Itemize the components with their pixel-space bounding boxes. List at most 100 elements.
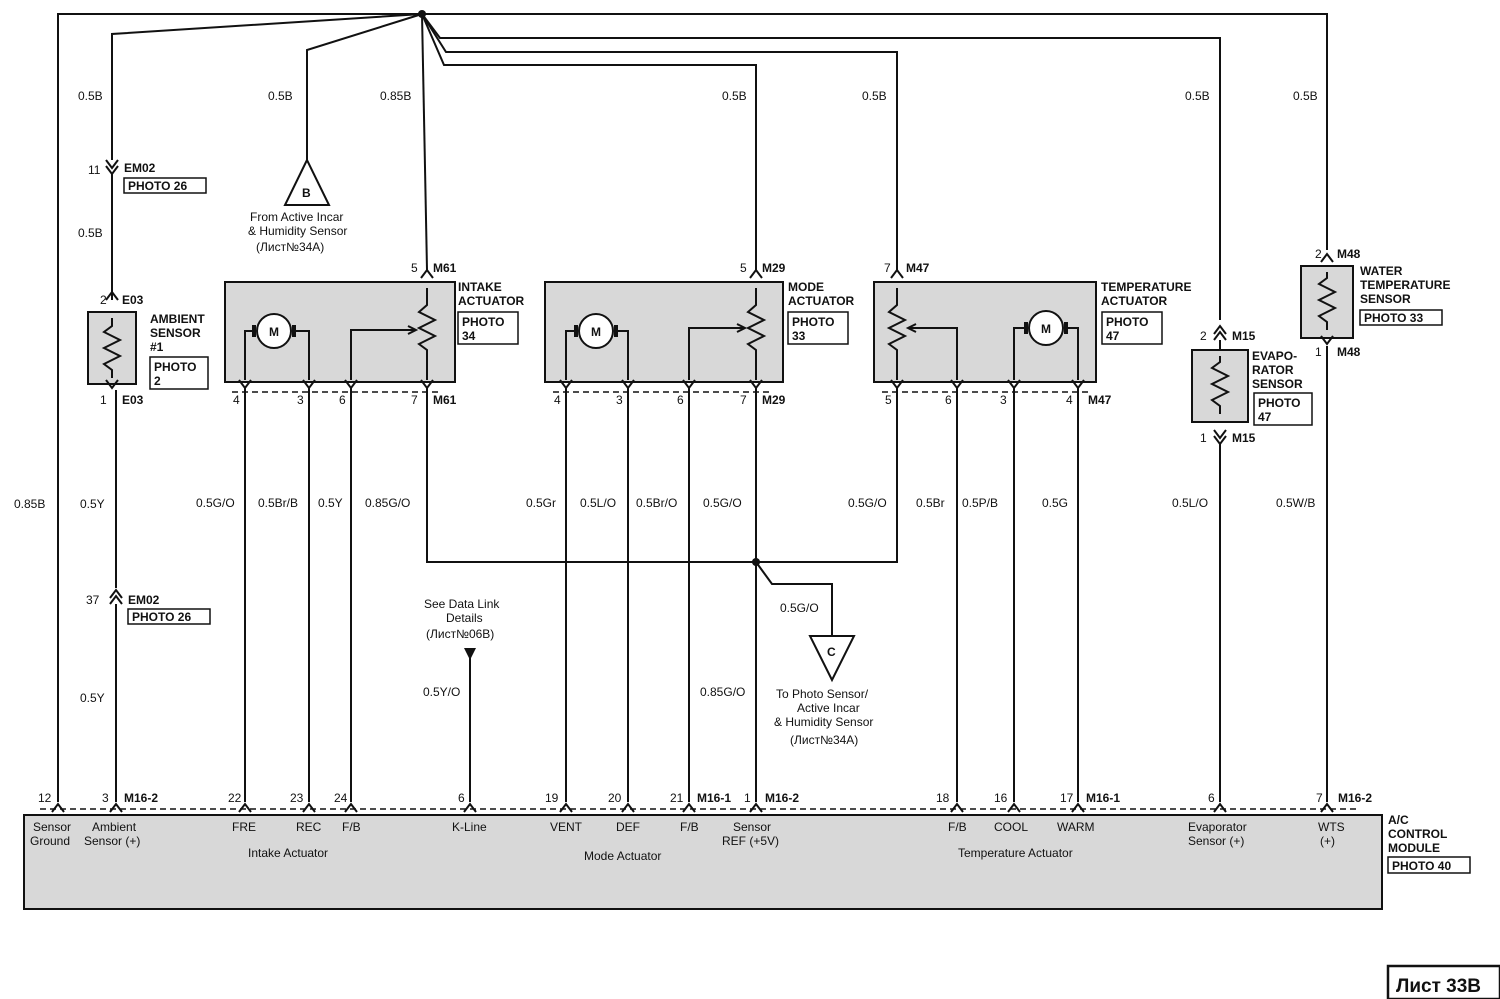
intake-wire-4: 0.85G/O [365,496,410,510]
mode-wire-1: 0.5Gr [526,496,556,510]
wire-label-ambient-mid: 0.5B [78,226,103,240]
data-link-wire: 0.5Y/O [423,685,460,699]
temp-wire-3: 0.5P/B [962,496,998,510]
intake-name-1: INTAKE [458,280,502,294]
intake-photo-1: PHOTO [462,315,504,329]
ref-wire: 0.85G/O [700,685,745,699]
wire-label-evap-ground: 0.5B [1185,89,1210,103]
wts-pin-bottom: 1 [1315,345,1322,359]
mode-wire-3: 0.5Br/O [636,496,677,510]
temp-pin-3: 3 [1000,393,1007,407]
evap-photo-1: PHOTO [1258,396,1300,410]
temp-pin-top: 7 [884,261,891,275]
label-intake-group: Intake Actuator [248,846,328,860]
svg-text:M: M [269,325,279,339]
label-wts-1: WTS [1318,820,1345,834]
module-pin-23: 23 [290,791,304,805]
temp-photo-box [1101,311,1163,345]
ambient-photo-box [149,356,209,390]
label-fb-intake: F/B [342,820,361,834]
module-name-3: MODULE [1388,841,1440,855]
dest-c-line1: To Photo Sensor/ [776,687,869,701]
ambient-pin-top: 2 [100,293,107,307]
mode-pin-top: 5 [740,261,747,275]
label-vent: VENT [550,820,583,834]
mode-wire-4: 0.5G/O [703,496,742,510]
module-pin-24: 24 [334,791,348,805]
intake-pin-top: 5 [411,261,418,275]
module-pin-21: 21 [670,791,684,805]
module-pin-16: 16 [994,791,1008,805]
dest-c-line3: & Humidity Sensor [774,715,873,729]
module-name-1: A/C [1388,813,1409,827]
intake-wire-1: 0.5G/O [196,496,235,510]
intake-actuator: M [224,268,756,802]
temp-wire-1: 0.5G/O [848,496,887,510]
wire-label-sensor-ground: 0.85B [14,497,45,511]
mode-pin-2: 3 [616,393,623,407]
module-name-2: CONTROL [1388,827,1447,841]
wts-pin-top: 2 [1315,247,1322,261]
intake-pin-3: 6 [339,393,346,407]
data-link-reference [464,648,476,802]
label-fb-temp: F/B [948,820,967,834]
wts-connector-top: M48 [1337,247,1361,261]
mode-connector-top: M29 [762,261,786,275]
wts-photo-box [1359,309,1443,326]
label-ambient-1: Ambient [92,820,137,834]
ambient-sensor-circuit [87,159,137,802]
wire-label-intake-ground: 0.85B [380,89,411,103]
source-b-line3: (Лист№34А) [256,240,324,254]
intake-wire-2: 0.5Br/B [258,496,298,510]
dest-c-line2: Active Incar [797,701,860,715]
intake-pin-2: 3 [297,393,304,407]
mode-actuator: M [544,268,784,802]
sheet-number: Лист 33В [1396,976,1481,997]
water-temperature-sensor [1300,252,1354,802]
wts-photo: PHOTO 33 [1364,311,1423,325]
mode-pin-1: 4 [554,393,561,407]
ambient-connector-top: E03 [122,293,144,307]
evap-pin-top: 2 [1200,329,1207,343]
temp-pin-4: 4 [1066,393,1073,407]
module-pin-6a: 6 [458,791,465,805]
label-kline: K-Line [452,820,487,834]
ambient-em02-photo-box [123,177,207,194]
ambient-em02-pin: 11 [88,163,101,177]
svg-text:M: M [1041,322,1051,336]
module-pin-18: 18 [936,791,950,805]
wire-label-mode-ground: 0.5B [722,89,747,103]
temperature-actuator: M [756,268,1097,802]
mode-pin-3: 6 [677,393,684,407]
temp-pin-1: 5 [885,393,892,407]
evap-pin-bottom: 1 [1200,431,1207,445]
label-wts-2: (+) [1320,834,1335,848]
temp-connector-top: M47 [906,261,930,275]
temp-name-1: TEMPERATURE [1101,280,1191,294]
label-ambient-2: Sensor (+) [84,834,140,848]
label-sensor-ground-2: Ground [30,834,70,848]
sheet-number-box [1386,964,1500,999]
wire-label-ambient-bottom: 0.5Y [80,691,105,705]
evap-connector-bottom: M15 [1232,431,1256,445]
evaporator-sensor [1191,324,1249,802]
temp-pin-2: 6 [945,393,952,407]
intake-wire-3: 0.5Y [318,496,343,510]
label-sensor-ref-2: REF (+5V) [722,834,779,848]
module-connector-5: M16-2 [1338,791,1372,805]
intake-connector-top: M61 [433,261,457,275]
ambient-name-1: AMBIENT [150,312,205,326]
intake-pin-4: 7 [411,393,418,407]
label-def: DEF [616,820,640,834]
evap-wire: 0.5L/O [1172,496,1208,510]
module-pin-1: 1 [744,791,751,805]
module-connector-1: M16-2 [124,791,158,805]
evap-photo-box [1253,392,1313,426]
label-warm: WARM [1057,820,1095,834]
mode-pin-4: 7 [740,393,747,407]
ambient-photo-1: PHOTO [154,360,196,374]
ac-control-module [23,802,1383,910]
splice-wire: 0.5G/O [780,601,819,615]
intake-photo-box [457,311,519,345]
